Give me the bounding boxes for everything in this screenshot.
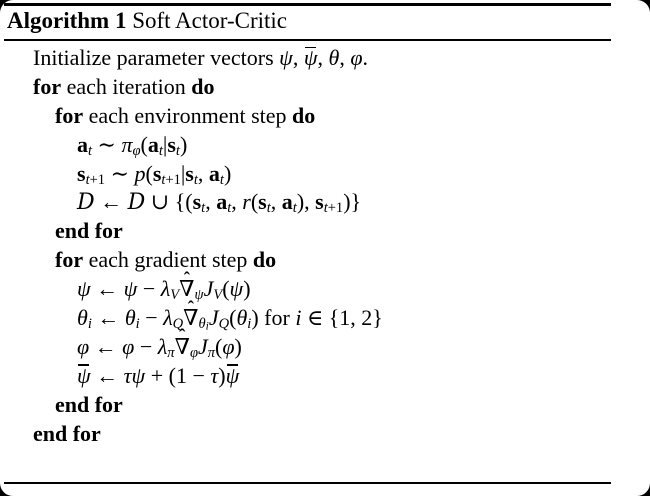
line-for-gradient-step: for each gradient step do (55, 247, 277, 273)
line-sample-transition: st+1 ∼ p(st+1|st, at) (77, 160, 232, 188)
top-rule (4, 3, 611, 6)
line-end-for-env: end for (55, 218, 123, 244)
header-rule (4, 39, 611, 41)
line-for-env-step: for each environment step do (55, 102, 316, 128)
line-end-for-gradient: end for (55, 391, 123, 417)
line-initialize: Initialize parameter vectors ψ, ψ, θ, φ. (0, 44, 650, 73)
line-replay-buffer-update: D ← D ∪ {(st, at, r(st, at), st+1)} (77, 189, 362, 217)
line-end-for-iteration: end for (33, 420, 101, 446)
hat-accent: ˆ (179, 326, 186, 348)
line-sample-action: at ∼ πφ(at|st) (77, 131, 188, 159)
hat-accent: ˆ (187, 297, 194, 319)
pseudocode: Initialize parameter vectors ψ, ψ, θ, φ.… (0, 44, 650, 448)
hat-accent: ˆ (183, 268, 190, 290)
algorithm-title: Algorithm 1 Soft Actor-Critic (7, 8, 287, 33)
line-for-iteration: for each iteration do (33, 73, 215, 99)
bottom-rule (4, 482, 611, 484)
line-update-target: ψ ← τψ + (1 − τ)ψ (0, 362, 650, 391)
